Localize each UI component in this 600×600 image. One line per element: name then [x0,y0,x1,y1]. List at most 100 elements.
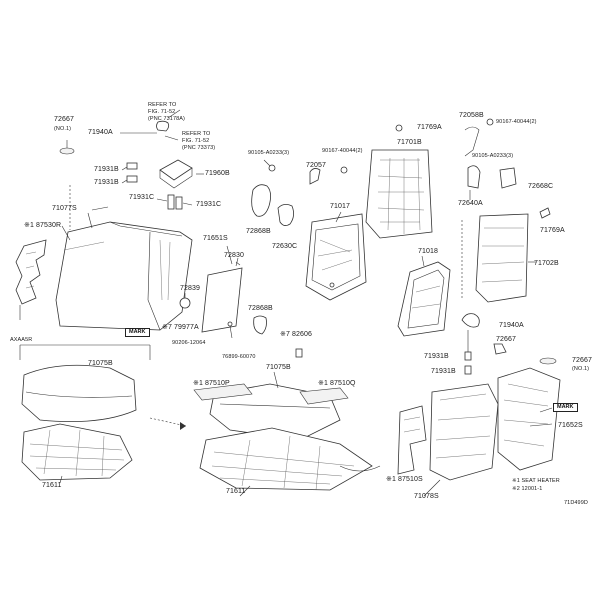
diagram-code: 71D499D [564,500,588,506]
note-pnc-2: (PNC 73373) [182,145,216,151]
pad-72868b-left [251,184,271,217]
callout-76899: 76899-60070 [222,354,256,360]
screws-90105 [263,159,276,172]
note-pnc: (PNC 73178A) [148,116,185,122]
callout-71611-center: 71611 [226,488,246,495]
note-fig-2: FIG. 71-52 [182,138,210,144]
seatback-left-71077s [55,185,193,331]
callout-90105-b: 90105-A0233(3) [472,153,514,159]
callout-72667-right-2: 72667 [572,357,592,364]
seatback-right-71652s [497,367,561,471]
callout-71931b-2: 71931B [94,179,119,186]
clip-72668c [499,167,517,189]
footnote-2: ※2 12001-1 [512,486,543,492]
callout-90167-b: 90167-40044(2) [496,119,537,125]
footnote-seat-heater: ※1 SEAT HEATER [512,478,560,484]
callout-axaa5r: AXAA5R [10,337,33,343]
cable-72058b [464,118,494,157]
callout-71651s: 71651S [203,235,228,242]
cover-72630c [277,204,294,226]
headrest-guide-71931c [156,194,193,210]
callout-71652s: 71652S [558,422,583,429]
callout-71702b: 71702B [534,260,559,267]
note-fig: FIG. 71-52 [148,109,176,115]
callout-87510s: ※1 87510S [386,476,423,483]
knob-72839 [179,293,191,309]
seat-cushion-71075b-left [21,364,137,423]
callout-71960b: 71960B [205,170,230,177]
callout-72868b-2: 72868B [248,305,273,312]
screw-90206 [227,321,233,339]
callout-87510q: ※1 87510Q [318,380,356,387]
seat-cushion-71078s [429,383,499,481]
callout-71075b-center: 71075B [266,364,291,371]
mark-label-right: MARK [553,403,578,412]
callout-71940a: 71940A [88,129,113,136]
callout-71018: 71018 [418,248,438,255]
leader-lines [59,206,553,497]
heater-pad-87510s [397,405,427,475]
callout-87530r: ※1 87530R [24,222,62,229]
callout-no1-right: (NO.1) [572,366,590,372]
headrest-71960b [159,159,204,189]
callout-71931b-right: 71931B [424,353,449,360]
callout-71075b: 71075B [88,360,113,367]
headrest-support-71940a-right [461,313,480,352]
callout-72839: 72839 [180,285,200,292]
heater-pad-87530r [15,239,47,320]
callout-87510p: ※1 87510P [193,380,230,387]
callout-79977a: ※7 79977A [162,324,199,331]
callout-71931b-right-2: 71931B [431,368,456,375]
callout-72057: 72057 [306,162,326,169]
nut-90167 [340,166,348,174]
spring-panel-71702b [461,213,529,303]
callout-90105: 90105-A0233(3) [248,150,290,156]
screw-71769a [539,207,551,219]
callout-82606: ※7 82606 [280,331,312,338]
callout-no1: (NO.1) [54,126,72,132]
callout-72058b: 72058B [459,112,484,119]
callout-71017: 71017 [330,203,350,210]
headrest-guide-71931b [121,162,138,184]
seat-frame-71611-left [21,423,133,481]
spring-panel-71701b [365,124,433,239]
seat-bracket-72830 [201,261,243,333]
callout-90206: 90206-12064 [172,340,206,346]
callout-71769a-right: 71769A [540,227,565,234]
seat-frame-71611-center [199,427,381,491]
mark-label-left: MARK [125,328,150,337]
note-refer-to: REFER TO [148,102,177,108]
callout-71931c: 71931C [129,194,155,201]
headrest-guide-71931b-right [464,351,472,375]
callout-72868b: 72868B [246,228,271,235]
callout-72830: 72830 [224,252,244,259]
callout-71701b: 71701B [397,139,422,146]
callout-72630c: 72630C [272,243,298,250]
callout-71078s: 71078S [414,493,439,500]
arrow-left-to-center [149,417,187,430]
heater-pad-87510q [299,387,349,405]
pad-72868b-center [253,315,267,335]
callout-71931c-2: 71931C [196,201,222,208]
clip-72640a [467,165,481,200]
seatback-frame-71018 [397,261,451,337]
callout-72667: 72667 [54,116,74,123]
heater-pad-87510p [193,383,253,401]
clip-72667-right [493,343,557,365]
callout-90167: 90167-40044(2) [322,148,363,154]
callout-72640a: 72640A [458,200,483,207]
note-refer-to-2: REFER TO [182,131,211,137]
callout-71769a: 71769A [417,124,442,131]
callout-72668c: 72668C [528,183,554,190]
callout-71611: 71611 [42,482,62,489]
clip-82606 [295,348,303,358]
callout-71931b: 71931B [94,166,119,173]
hook-72057 [309,168,321,185]
callout-71077s: 71077S [52,205,77,212]
group-bracket-axaa5r [19,344,151,360]
seatback-frame-71017 [305,213,367,301]
clip-72667-left [59,140,75,155]
callout-71940a-right: 71940A [499,322,524,329]
